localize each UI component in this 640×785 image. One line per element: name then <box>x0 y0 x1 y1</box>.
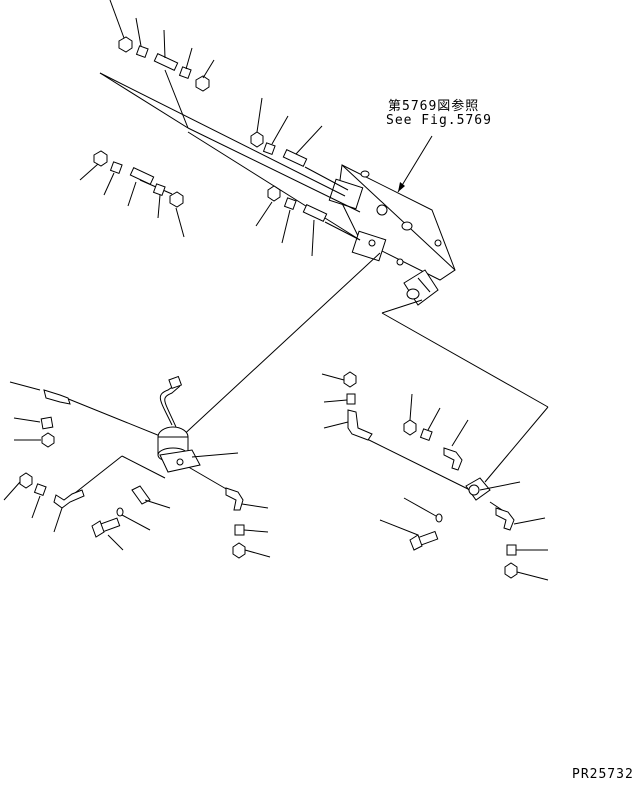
valve-assembly-left <box>3 375 271 559</box>
fittings-top <box>109 0 215 92</box>
figure-number: PR25732 <box>572 767 634 782</box>
mounting-bracket <box>328 164 456 306</box>
fittings-mid <box>250 97 328 257</box>
valve-assembly-right <box>321 371 549 581</box>
reference-label-en: See Fig.5769 <box>386 113 492 128</box>
reference-leader <box>397 135 433 193</box>
reference-label-jp: 第5769図参照 <box>388 99 480 114</box>
pipe-lines <box>65 69 549 513</box>
fittings-mid-left <box>79 150 185 238</box>
